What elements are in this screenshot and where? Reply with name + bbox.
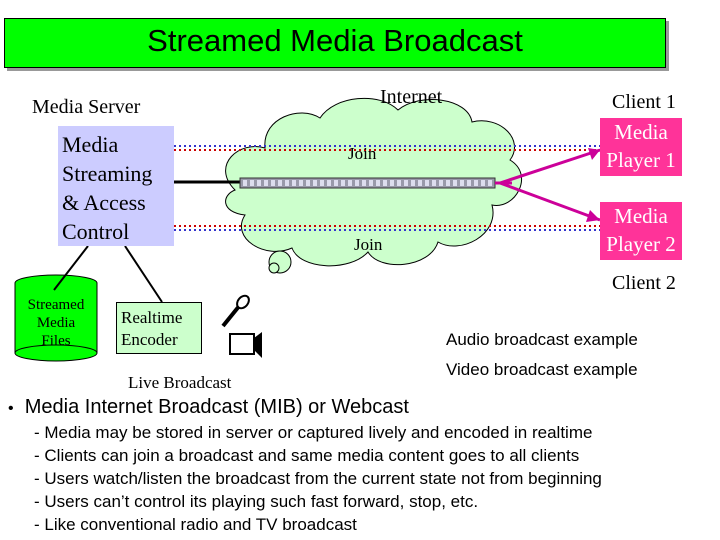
- film-strip-frames: [243, 180, 492, 186]
- film-frame: [425, 180, 429, 186]
- film-frame: [411, 180, 415, 186]
- film-frame: [320, 180, 324, 186]
- link-server-encoder: [124, 245, 163, 303]
- server-box-text: Media Streaming & Access Control: [62, 132, 153, 244]
- media-server-label: Media Server: [32, 96, 141, 118]
- bullet-dot: •: [8, 400, 14, 417]
- main-bullet-text: Media Internet Broadcast (MIB) or Webcas…: [24, 396, 409, 418]
- film-frame: [313, 180, 317, 186]
- live-broadcast-label: Live Broadcast: [128, 373, 232, 392]
- film-frame: [348, 180, 352, 186]
- film-frame: [243, 180, 247, 186]
- film-frame: [488, 180, 492, 186]
- link-server-files: [53, 245, 89, 291]
- arrow-to-player2: [499, 181, 601, 222]
- film-frame: [474, 180, 478, 186]
- media-streaming-server-box: Media Streaming & Access Control: [58, 126, 174, 246]
- film-frame: [264, 180, 268, 186]
- film-frame: [383, 180, 387, 186]
- media-player1-box: Media Player 1: [600, 118, 682, 176]
- sub-bullet-item: - Media may be stored in server or captu…: [34, 423, 593, 442]
- film-frame: [299, 180, 303, 186]
- microphone-icon: [221, 294, 250, 328]
- film-frame: [418, 180, 422, 186]
- film-frame: [355, 180, 359, 186]
- client2-label: Client 2: [612, 272, 676, 294]
- video-broadcast-example-link[interactable]: Video broadcast example: [446, 360, 638, 379]
- film-frame: [362, 180, 366, 186]
- film-frame: [306, 180, 310, 186]
- arrow-head-player2: [586, 210, 600, 222]
- film-frame: [467, 180, 471, 186]
- film-frame: [257, 180, 261, 186]
- film-frame: [341, 180, 345, 186]
- sub-bullets: - Media may be stored in server or captu…: [34, 421, 602, 536]
- film-frame: [334, 180, 338, 186]
- sub-bullet-item: - Users watch/listen the broadcast from …: [34, 469, 602, 488]
- cylinder-body: [15, 283, 97, 353]
- film-frame: [285, 180, 289, 186]
- film-frame: [404, 180, 408, 186]
- streamed-media-files-label: Streamed Media Files: [27, 297, 85, 349]
- film-frame: [460, 180, 464, 186]
- film-frame: [376, 180, 380, 186]
- film-frame: [250, 180, 254, 186]
- main-bullet: • Media Internet Broadcast (MIB) or Webc…: [8, 396, 602, 419]
- film-frame: [439, 180, 443, 186]
- film-frame: [453, 180, 457, 186]
- film-frame: [390, 180, 394, 186]
- arrow-head-player1: [588, 148, 600, 160]
- film-frame: [327, 180, 331, 186]
- film-frame: [292, 180, 296, 186]
- page-title: Streamed Media Broadcast: [147, 23, 523, 58]
- media-player2-box: Media Player 2: [600, 202, 682, 260]
- title-banner: Streamed Media Broadcast: [4, 18, 666, 68]
- internet-label: Internet: [380, 86, 443, 108]
- arrow-to-player1: [499, 148, 601, 185]
- film-frame: [397, 180, 401, 186]
- sub-bullet-item: - Like conventional radio and TV broadca…: [34, 515, 357, 534]
- join-label-bottom: Join: [354, 235, 383, 254]
- sub-bullet-item: - Clients can join a broadcast and same …: [34, 446, 580, 465]
- film-frame: [369, 180, 373, 186]
- join-label-top: Join: [348, 144, 377, 163]
- sub-bullet-item: - Users can’t control its playing such f…: [34, 492, 479, 511]
- film-frame: [446, 180, 450, 186]
- cylinder-bottom: [14, 344, 98, 362]
- audio-broadcast-example-link[interactable]: Audio broadcast example: [446, 330, 638, 349]
- cloud-bubble-small: [268, 262, 280, 274]
- client1-label: Client 1: [612, 91, 676, 113]
- realtime-encoder-box: Realtime Encoder: [116, 302, 202, 354]
- film-frame: [271, 180, 275, 186]
- film-frame: [481, 180, 485, 186]
- film-frame: [432, 180, 436, 186]
- camera-icon: [229, 332, 262, 358]
- bullet-list: • Media Internet Broadcast (MIB) or Webc…: [8, 396, 602, 536]
- film-frame: [278, 180, 282, 186]
